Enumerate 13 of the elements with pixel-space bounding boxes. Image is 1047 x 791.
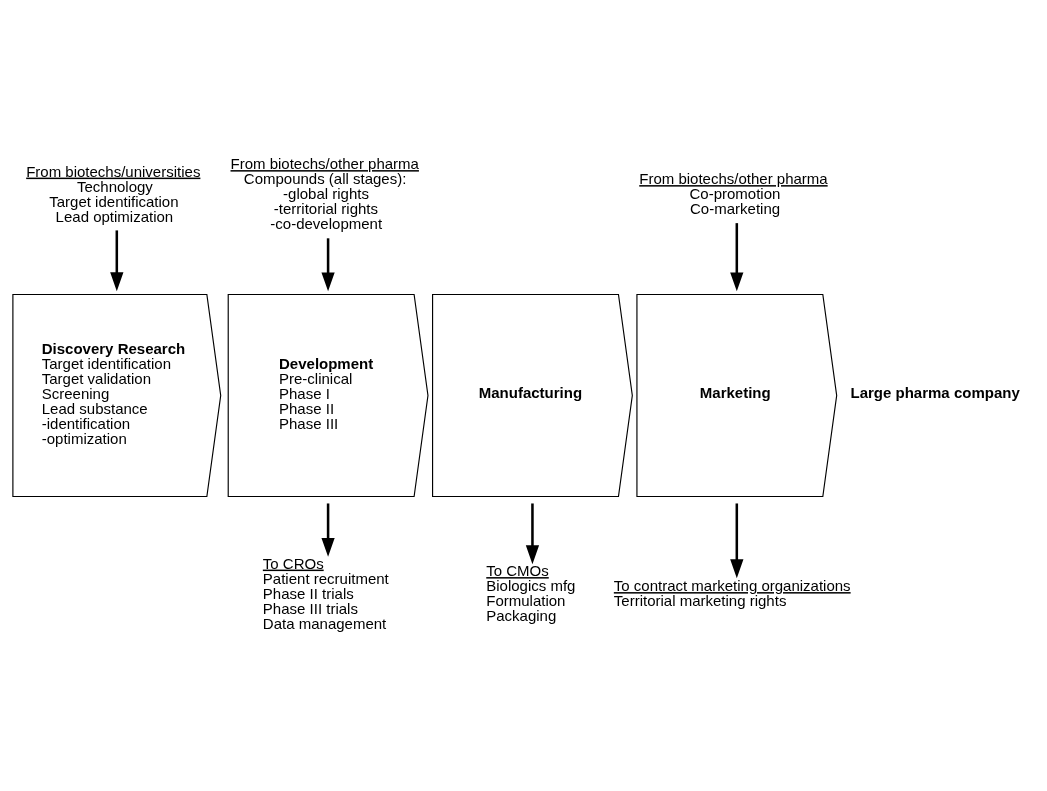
- arrow: [321, 238, 335, 292]
- node-text: From biotechs/universities Technology Target identification Lead optimization: [26, 162, 201, 225]
- node-text: To contract marketing organizations Territorial marketing rights: [613, 577, 851, 610]
- node-text: From biotechs/other pharma Compounds (all stages): -global rights -territorial rights -co-development: [230, 155, 419, 233]
- arrow: [321, 503, 335, 557]
- arrow: [110, 230, 124, 292]
- node-text: From biotechs/other pharma Co-promotion Co-marketing: [639, 170, 828, 218]
- arrow: [730, 223, 744, 292]
- node-text: To CMOs Biologics mfg Formulation Packaging: [486, 562, 576, 625]
- label: Large pharma company: [850, 384, 1020, 402]
- arrow: [525, 503, 540, 565]
- node-text: To CROs Patient recruitment Phase II trials Phase III trials Data management: [262, 554, 389, 632]
- arrow: [730, 503, 744, 579]
